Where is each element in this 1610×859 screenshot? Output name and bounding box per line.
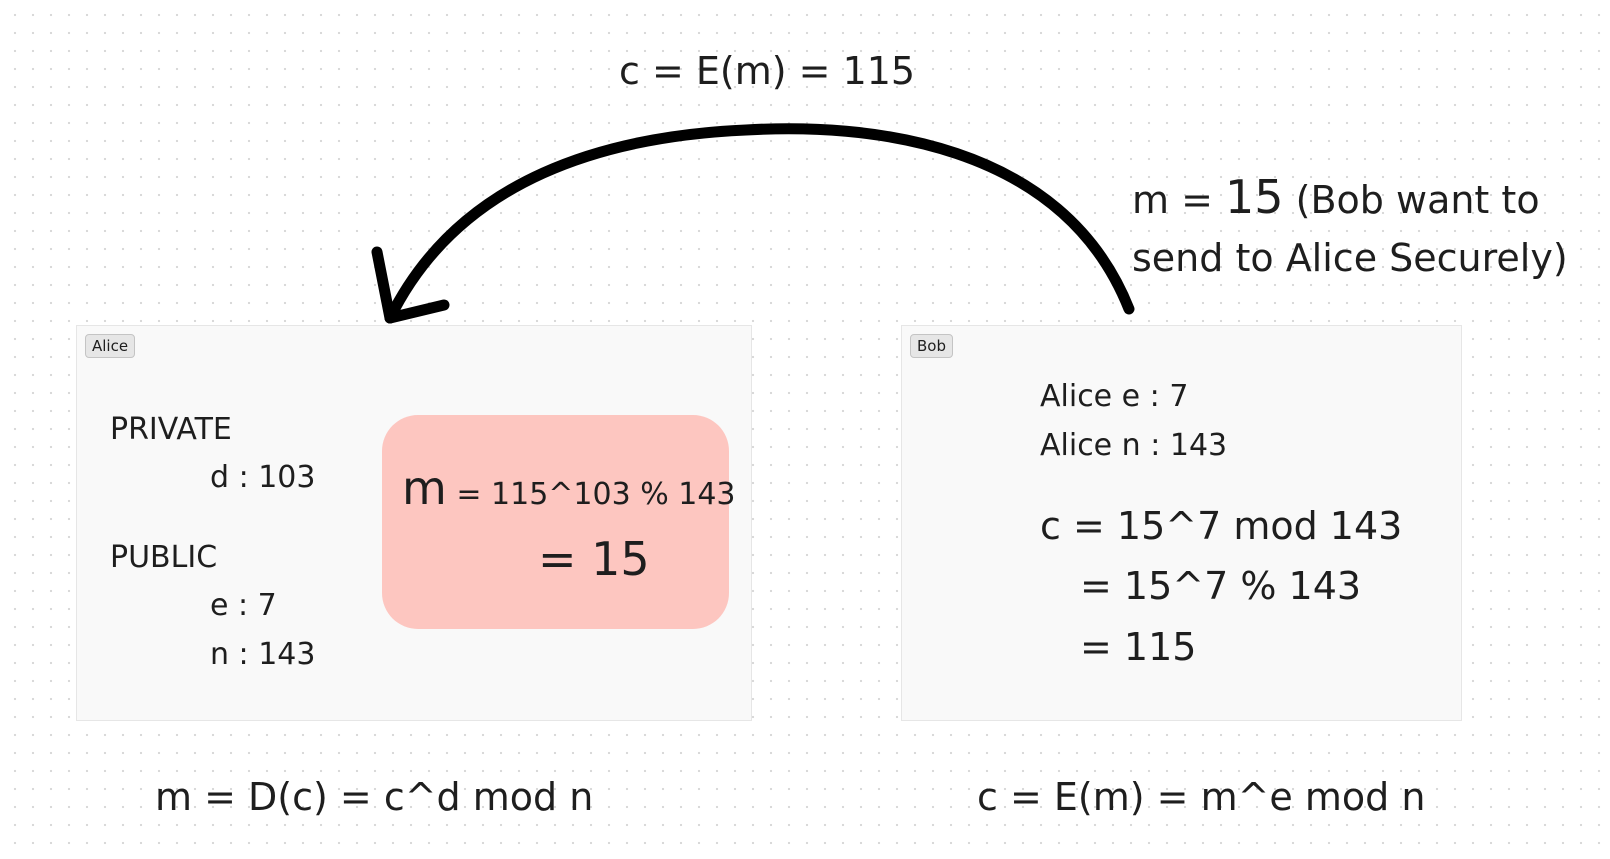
bob-calc-line3: = 115 bbox=[1080, 625, 1197, 669]
bob-calc-line1: c = 15^7 mod 143 bbox=[1040, 504, 1403, 548]
message-note-prefix: m = bbox=[1132, 178, 1226, 222]
message-value: 15 bbox=[1225, 170, 1284, 224]
message-note-rest: (Bob want to bbox=[1283, 178, 1540, 222]
bob-frame-tag[interactable]: Bob bbox=[910, 334, 953, 358]
alice-frame-tag[interactable]: Alice bbox=[85, 334, 136, 358]
decryption-result: = 15 bbox=[538, 532, 650, 586]
decryption-expression: m = 115^103 % 143 bbox=[402, 463, 736, 524]
bob-frame: Bob bbox=[901, 325, 1462, 721]
bob-calc-line2: = 15^7 % 143 bbox=[1080, 564, 1362, 608]
decrypt-formula: m = D(c) = c^d mod n bbox=[155, 775, 594, 819]
arrow-label: c = E(m) = 115 bbox=[619, 49, 916, 93]
arrowhead bbox=[371, 246, 450, 324]
decryption-result-box bbox=[382, 415, 729, 629]
bob-alice-e: Alice e : 7 bbox=[1040, 379, 1189, 414]
public-e-value: e : 7 bbox=[210, 588, 277, 623]
arrow-curve bbox=[384, 123, 1135, 324]
bob-alice-n: Alice n : 143 bbox=[1040, 428, 1228, 463]
public-heading: PUBLIC bbox=[110, 540, 218, 575]
decryption-expr: = 115^103 % 143 bbox=[446, 477, 736, 512]
message-note-line1: m = 15 (Bob want to bbox=[1132, 174, 1540, 222]
private-d-value: d : 103 bbox=[210, 460, 316, 495]
encrypt-formula: c = E(m) = m^e mod n bbox=[977, 775, 1426, 819]
message-note-line2: send to Alice Securely) bbox=[1132, 236, 1568, 280]
private-heading: PRIVATE bbox=[110, 412, 232, 447]
public-n-value: n : 143 bbox=[210, 637, 316, 672]
decryption-var: m bbox=[402, 461, 447, 515]
